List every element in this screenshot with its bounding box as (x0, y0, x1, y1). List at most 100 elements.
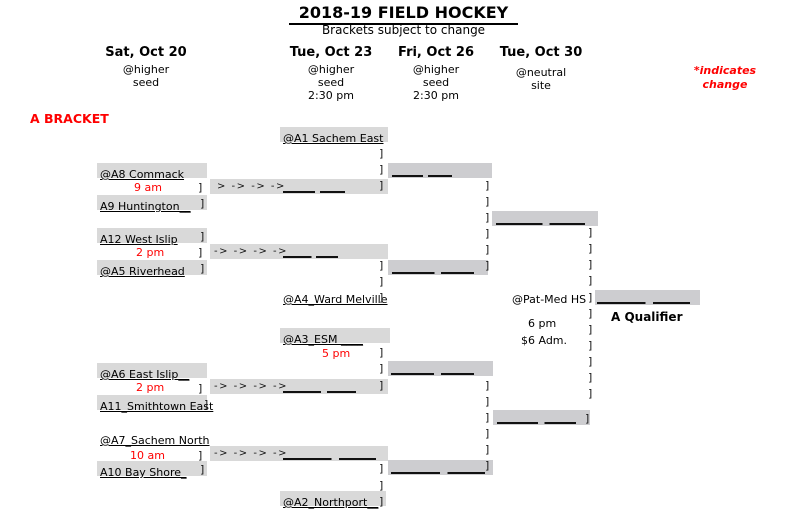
team-name-a10: A10 Bay Shore_ (100, 466, 187, 479)
advance-bar-g3 (210, 379, 388, 394)
champion-slot (595, 290, 700, 305)
sf1-winner-line (496, 223, 585, 225)
bracket-connector-glyph: ] (588, 291, 593, 304)
advance-bar-g2 (210, 244, 388, 259)
bracket-connector-glyph: ] (379, 179, 384, 192)
team-name-a4: @A4_Ward Melville (283, 293, 388, 306)
column-date: Tue, Oct 23 (289, 45, 373, 60)
bracket-connector-glyph: ] (588, 387, 593, 400)
bracket-connector-glyph: ] (379, 275, 384, 288)
qf4-winner-line (391, 472, 485, 474)
column-header-oct26: Fri, Oct 26 @higher seed 2:30 pm (376, 45, 496, 102)
team-slot-a5: @A5 Riverhead (97, 260, 207, 278)
bracket-label: A BRACKET (30, 111, 109, 126)
page-subtitle: Brackets subject to change (321, 23, 486, 37)
advance-arrows-g2: -> -> -> -> (214, 246, 288, 257)
bracket-connector-glyph: ] (198, 382, 203, 395)
bracket-connector-glyph: ] (204, 398, 209, 411)
bracket-connector-glyph: ] (485, 195, 490, 208)
bracket-connector-glyph: ] (588, 258, 593, 271)
bracket-connector-glyph: ] (200, 230, 205, 243)
bracket-connector-glyph: ] (379, 147, 384, 160)
qf1-winner-line (392, 175, 452, 177)
bracket-connector-glyph: ] (485, 379, 490, 392)
qf1-winner-slot (388, 163, 492, 178)
game-time-a12a5: 2 pm (136, 246, 165, 259)
game-time-a7a10: 10 am (130, 449, 165, 462)
champion-line (597, 302, 690, 304)
column-sub: @neutral (515, 66, 567, 79)
column-header-oct23: Tue, Oct 23 @higher seed 2:30 pm (271, 45, 391, 102)
team-slot-a11: A11_Smithtown East (97, 395, 213, 413)
team-slot-a2: @A2_Northport__ (280, 491, 386, 509)
champion-label: A Qualifier (611, 310, 683, 324)
column-sub: 2:30 pm (413, 89, 459, 102)
winner-line-g4 (283, 458, 376, 460)
winner-line-g2 (283, 256, 338, 258)
qf3-winner-line (391, 373, 474, 375)
qf2-winner-line (392, 272, 474, 274)
advance-bar-g4 (210, 446, 388, 461)
team-slot-a3: @A3_ESM ____ (280, 328, 390, 346)
team-slot-a6: @A6 East Islip__ (97, 363, 207, 381)
bracket-connector-glyph: ] (200, 463, 205, 476)
team-name-a12: A12 West Islip (100, 233, 178, 246)
bracket-connector-glyph: ] (379, 346, 384, 359)
bracket-connector-glyph: ] (588, 274, 593, 287)
advance-arrows-g1: > -> -> -> (217, 181, 286, 192)
column-date: Sat, Oct 20 (105, 45, 187, 60)
team-name-a5: @A5 Riverhead (100, 265, 185, 278)
team-name-a3: @A3_ESM ____ (283, 333, 363, 346)
change-note: *indicates change (680, 64, 770, 92)
bracket-connector-glyph: ] (379, 495, 384, 508)
bracket-connector-glyph: ] (379, 479, 384, 492)
sf2-winner-slot (493, 410, 590, 425)
bracket-connector-glyph: ] (379, 291, 384, 304)
team-name-a11: A11_Smithtown East (100, 400, 214, 413)
qf4-winner-slot (388, 460, 493, 475)
team-slot-a9: A9 Huntington__ (97, 195, 207, 213)
bracket-connector-glyph: ] (198, 181, 203, 194)
team-name-a8: @A8 Commack (100, 168, 185, 181)
final-time: 6 pm (528, 317, 557, 330)
bracket-connector-glyph: ] (588, 355, 593, 368)
team-name-a7: @A7_Sachem North (100, 434, 210, 447)
bracket-connector-glyph: ] (379, 163, 384, 176)
bracket-connector-glyph: ] (200, 262, 205, 275)
column-sub: seed (132, 76, 160, 89)
final-site: @Pat-Med HS (512, 293, 587, 306)
bracket-connector-glyph: ] (200, 197, 205, 210)
team-slot-a8: @A8 Commack (97, 163, 207, 181)
bracket-connector-glyph: ] (485, 259, 490, 272)
sf1-winner-slot (492, 211, 598, 226)
bracket-connector-glyph: ] (588, 339, 593, 352)
team-slot-a1: @A1 Sachem East (280, 127, 388, 145)
bracket-connector-glyph: ] (198, 449, 203, 462)
column-date: Tue, Oct 30 (499, 45, 583, 60)
bracket-connector-glyph: ] (485, 227, 490, 240)
column-header-oct30: Tue, Oct 30 @neutral site (481, 45, 601, 92)
team-name-a1: @A1 Sachem East (283, 132, 384, 145)
change-note-line: change (702, 78, 748, 91)
bracket-connector-glyph: ] (379, 259, 384, 272)
bracket-connector-glyph: ] (379, 362, 384, 375)
advance-arrows-g3: -> -> -> -> (214, 381, 288, 392)
bracket-connector-glyph: ] (485, 427, 490, 440)
qf3-winner-slot (388, 361, 493, 376)
team-name-a2: @A2_Northport__ (283, 496, 379, 509)
column-sub: @higher (307, 63, 355, 76)
bracket-connector-glyph: ] (485, 443, 490, 456)
team-name-a6: @A6 East Islip__ (100, 368, 190, 381)
team-name-a9: A9 Huntington__ (100, 200, 191, 213)
advance-bar-g1 (210, 179, 388, 194)
bracket-connector-glyph: ] (588, 307, 593, 320)
winner-line-g3 (283, 391, 356, 393)
bracket-connector-glyph: ] (379, 462, 384, 475)
winner-line-g1 (283, 191, 345, 193)
bracket-connector-glyph: ] (379, 379, 384, 392)
bracket-connector-glyph: ] (485, 411, 490, 424)
column-date: Fri, Oct 26 (398, 45, 474, 60)
team-slot-a12: A12 West Islip (97, 228, 207, 246)
column-sub: seed (317, 76, 345, 89)
